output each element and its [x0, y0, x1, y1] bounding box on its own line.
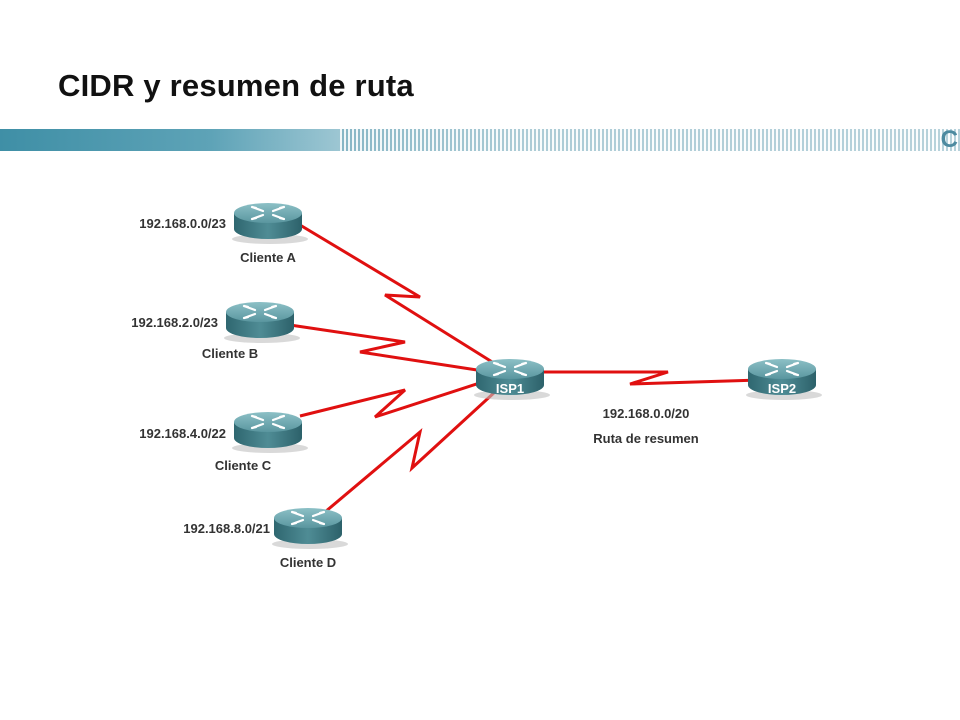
isp2-name-label: ISP2 — [768, 381, 796, 396]
router-cliente-d — [270, 506, 350, 551]
link-cliente-b-isp1 — [289, 323, 491, 374]
summary-route-label: Ruta de resumen — [593, 431, 699, 446]
cliente-d-name-label: Cliente D — [280, 555, 336, 570]
router-cliente-c — [230, 410, 310, 455]
cliente-c-name-label: Cliente C — [215, 458, 272, 473]
cliente-d-network-label: 192.168.8.0/21 — [183, 521, 270, 536]
banner-letter: C — [940, 126, 958, 153]
cliente-a-network-label: 192.168.0.0/23 — [139, 216, 226, 231]
router-cliente-a — [230, 201, 310, 246]
cliente-c-network-label: 192.168.4.0/22 — [139, 426, 226, 441]
page-title: CIDR y resumen de ruta — [58, 68, 414, 103]
link-isp1-isp2 — [535, 370, 761, 386]
link-cliente-c-isp1 — [299, 376, 496, 419]
router-cliente-b — [222, 300, 302, 345]
summary-network-label: 192.168.0.0/20 — [603, 406, 690, 421]
header-banner-stripes — [340, 129, 960, 151]
cliente-b-network-label: 192.168.2.0/23 — [131, 315, 218, 330]
link-cliente-d-isp1 — [324, 378, 510, 514]
isp1-name-label: ISP1 — [496, 381, 524, 396]
link-cliente-a-isp1 — [299, 223, 506, 372]
cliente-b-name-label: Cliente B — [202, 346, 258, 361]
cliente-a-name-label: Cliente A — [240, 250, 296, 265]
